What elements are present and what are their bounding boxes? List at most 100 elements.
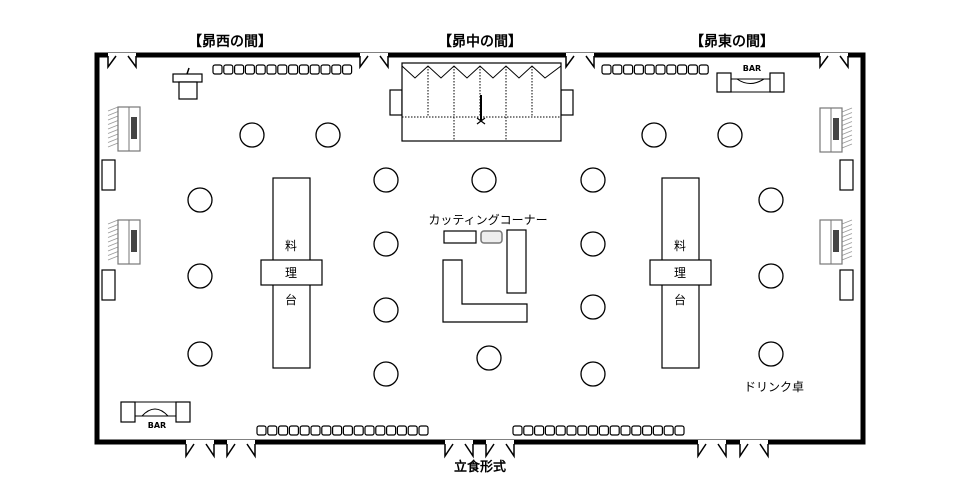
svg-text:台: 台 [285, 292, 297, 307]
chair [298, 64, 309, 75]
cabinet [819, 107, 853, 153]
round-table [580, 231, 606, 257]
room-title-east: 【昴東の間】 [690, 33, 774, 50]
svg-text:台: 台 [674, 292, 686, 307]
chair [666, 64, 677, 75]
chair [512, 425, 523, 436]
cutting-corner: カッティングコーナー [428, 213, 548, 323]
round-table [373, 297, 399, 323]
chair [587, 425, 599, 436]
chair [299, 425, 310, 436]
podium [172, 67, 203, 100]
chair [234, 64, 245, 75]
chair [320, 64, 331, 75]
door[interactable] [185, 440, 215, 459]
round-table [315, 122, 341, 148]
chair [523, 425, 534, 436]
bar-label: BAR [743, 64, 761, 73]
chair [288, 64, 299, 75]
chair [342, 64, 353, 75]
chair [396, 425, 407, 436]
round-table [580, 361, 606, 387]
door[interactable] [697, 440, 727, 459]
chair [555, 425, 566, 436]
chair [612, 64, 623, 75]
chair [223, 64, 234, 75]
chair [631, 425, 642, 436]
chair [544, 425, 556, 436]
bar-counter-west: BAR [120, 401, 191, 430]
chair [332, 425, 343, 436]
room-title-center: 【昴中の間】 [438, 33, 522, 50]
svg-text:料: 料 [674, 239, 686, 253]
door[interactable] [565, 53, 595, 70]
chair [687, 64, 699, 75]
door[interactable] [485, 440, 515, 459]
chair [353, 425, 364, 436]
chair [676, 64, 688, 75]
round-table [641, 122, 667, 148]
chair [375, 425, 386, 436]
chair [364, 425, 375, 436]
round-table [758, 187, 784, 213]
round-table [373, 231, 399, 257]
chair [331, 64, 342, 75]
door[interactable] [739, 440, 769, 459]
bar-label: BAR [148, 421, 166, 430]
chair [698, 64, 709, 75]
chair [601, 64, 612, 75]
chair [641, 425, 653, 436]
door[interactable] [107, 53, 137, 70]
chair [321, 425, 332, 436]
chair [278, 425, 289, 436]
cutting-corner-label: カッティングコーナー [428, 213, 547, 227]
door[interactable] [359, 53, 389, 70]
doors [107, 53, 849, 459]
chair [255, 64, 266, 75]
side-table [101, 159, 116, 191]
round-table [373, 361, 399, 387]
chair [244, 64, 255, 75]
chair [407, 425, 418, 436]
chair [418, 425, 429, 436]
door[interactable] [444, 440, 474, 459]
chair [256, 425, 267, 436]
chair [609, 425, 620, 436]
round-table [580, 167, 606, 193]
door[interactable] [819, 53, 849, 70]
round-table [239, 122, 265, 148]
chair [633, 64, 645, 75]
chair [622, 64, 634, 75]
chair-rows [212, 64, 709, 436]
round-tables [187, 122, 784, 387]
chair [310, 425, 321, 436]
chair [598, 425, 610, 436]
side-table [101, 269, 116, 301]
chair [288, 425, 299, 436]
cabinet [107, 219, 141, 265]
round-table [476, 345, 502, 371]
bar-counter-east: BAR [716, 64, 785, 93]
cabinet [819, 219, 853, 265]
chair [533, 425, 545, 436]
cabinet [107, 106, 141, 152]
door[interactable] [226, 440, 256, 459]
chair [674, 425, 685, 436]
round-table [758, 263, 784, 289]
microphone-stand-icon [476, 95, 486, 125]
round-table [580, 294, 606, 320]
drink-table-label: ドリンク卓 [744, 380, 804, 394]
food-table-east: 料 理 台 [649, 177, 712, 369]
room-title-west: 【昴西の間】 [188, 33, 272, 50]
chair [644, 64, 655, 75]
round-table [471, 167, 497, 193]
chair [652, 425, 664, 436]
chair [212, 64, 223, 75]
chair [620, 425, 631, 436]
stage-wing-left [389, 89, 403, 116]
chair [386, 425, 397, 436]
round-table [187, 187, 213, 213]
chair [277, 64, 288, 75]
round-table [758, 341, 784, 367]
